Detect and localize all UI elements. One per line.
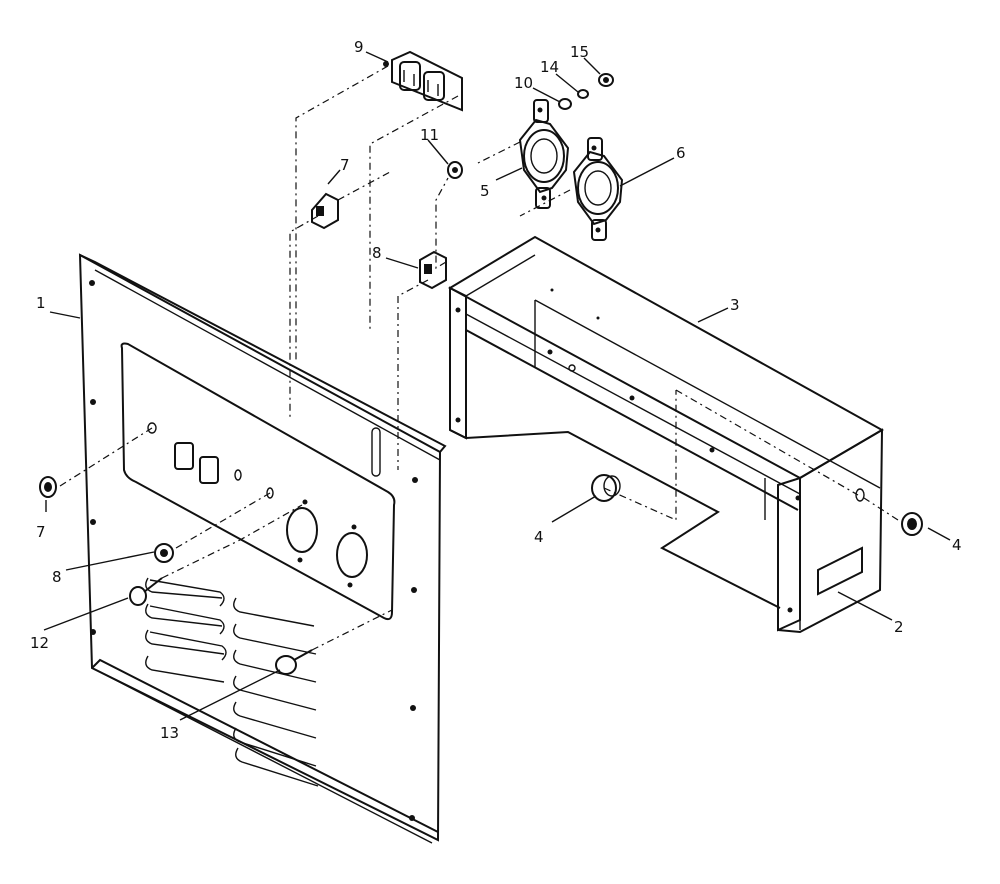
vent-louvers-left	[145, 577, 227, 683]
callout-10: 10	[514, 74, 533, 92]
callout-11: 11	[420, 126, 439, 144]
hardware-10-14-15	[558, 73, 614, 110]
callout-7-front: 7	[36, 523, 46, 541]
callout-8-front: 8	[52, 568, 62, 586]
callout-6: 6	[676, 144, 686, 162]
callout-5: 5	[480, 182, 490, 200]
nut-11	[447, 161, 463, 179]
callout-13: 13	[160, 724, 179, 742]
callout-2: 2	[894, 618, 904, 636]
front-panel	[78, 253, 447, 844]
callout-4-inner: 4	[534, 528, 544, 546]
knob-13	[275, 649, 313, 675]
callout-14: 14	[540, 58, 559, 76]
alignment-lines	[59, 65, 899, 651]
vent-louvers-right	[233, 597, 319, 787]
callout-7-switch: 7	[340, 156, 350, 174]
callout-labels: 1 2 3 4 4 5 6 7 7 8 8 9 10 11 12 13 14 1…	[30, 38, 962, 742]
receptacle-5	[518, 99, 570, 209]
callout-3: 3	[730, 296, 740, 314]
switch-8	[419, 250, 447, 290]
nut-7-front	[39, 476, 57, 498]
duplex-receptacle	[383, 50, 463, 112]
callout-4-outer: 4	[952, 536, 962, 554]
callout-15: 15	[570, 43, 589, 61]
leader-lines	[43, 51, 951, 721]
switch-7	[311, 192, 339, 230]
nut-8-front	[154, 543, 174, 563]
callout-9: 9	[354, 38, 364, 56]
circuit-breaker-4-inner	[591, 474, 621, 502]
receptacle-6	[572, 137, 624, 241]
callout-8-switch: 8	[372, 244, 382, 262]
grommet-4-outer	[901, 512, 923, 536]
callout-1: 1	[36, 294, 46, 312]
label-plate	[817, 546, 863, 596]
rear-housing	[447, 235, 885, 634]
fitting-12	[129, 577, 163, 606]
callout-12: 12	[30, 634, 49, 652]
